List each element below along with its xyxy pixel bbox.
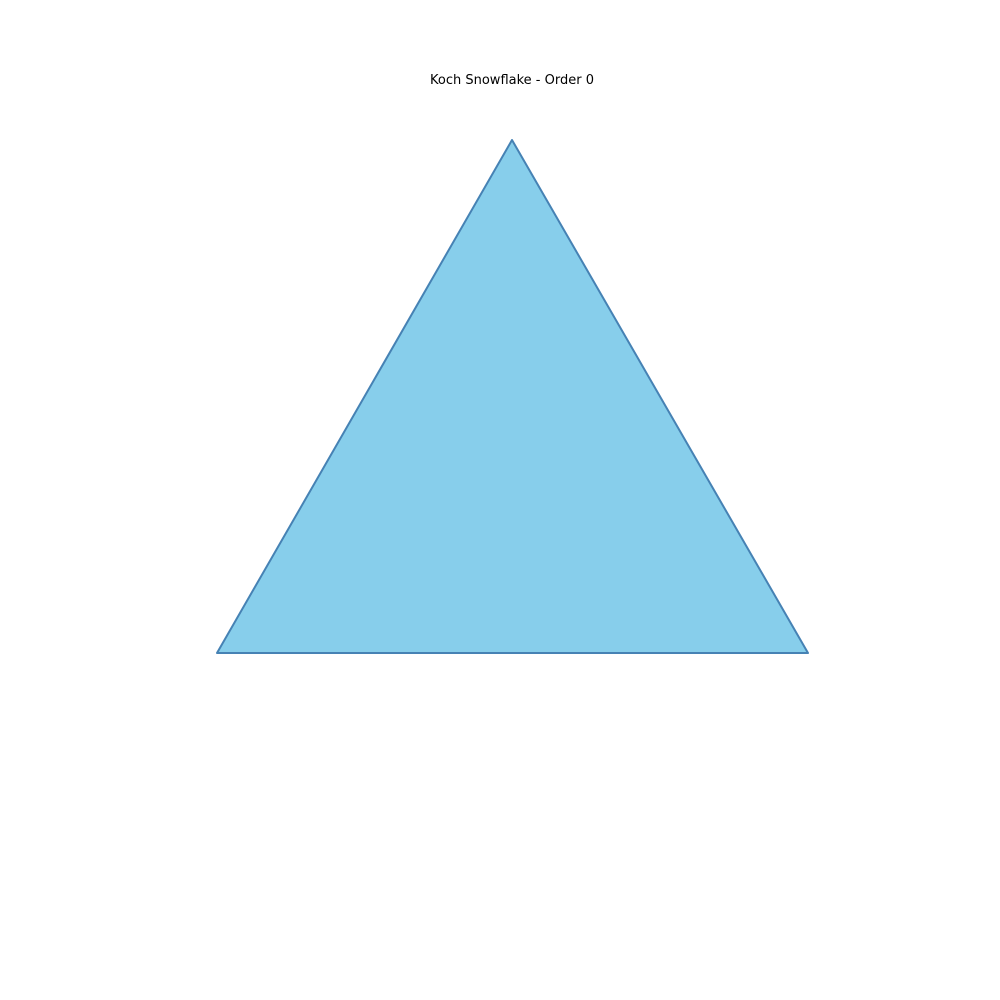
koch-snowflake-shape (216, 139, 809, 654)
figure-title: Koch Snowflake - Order 0 (430, 73, 594, 88)
